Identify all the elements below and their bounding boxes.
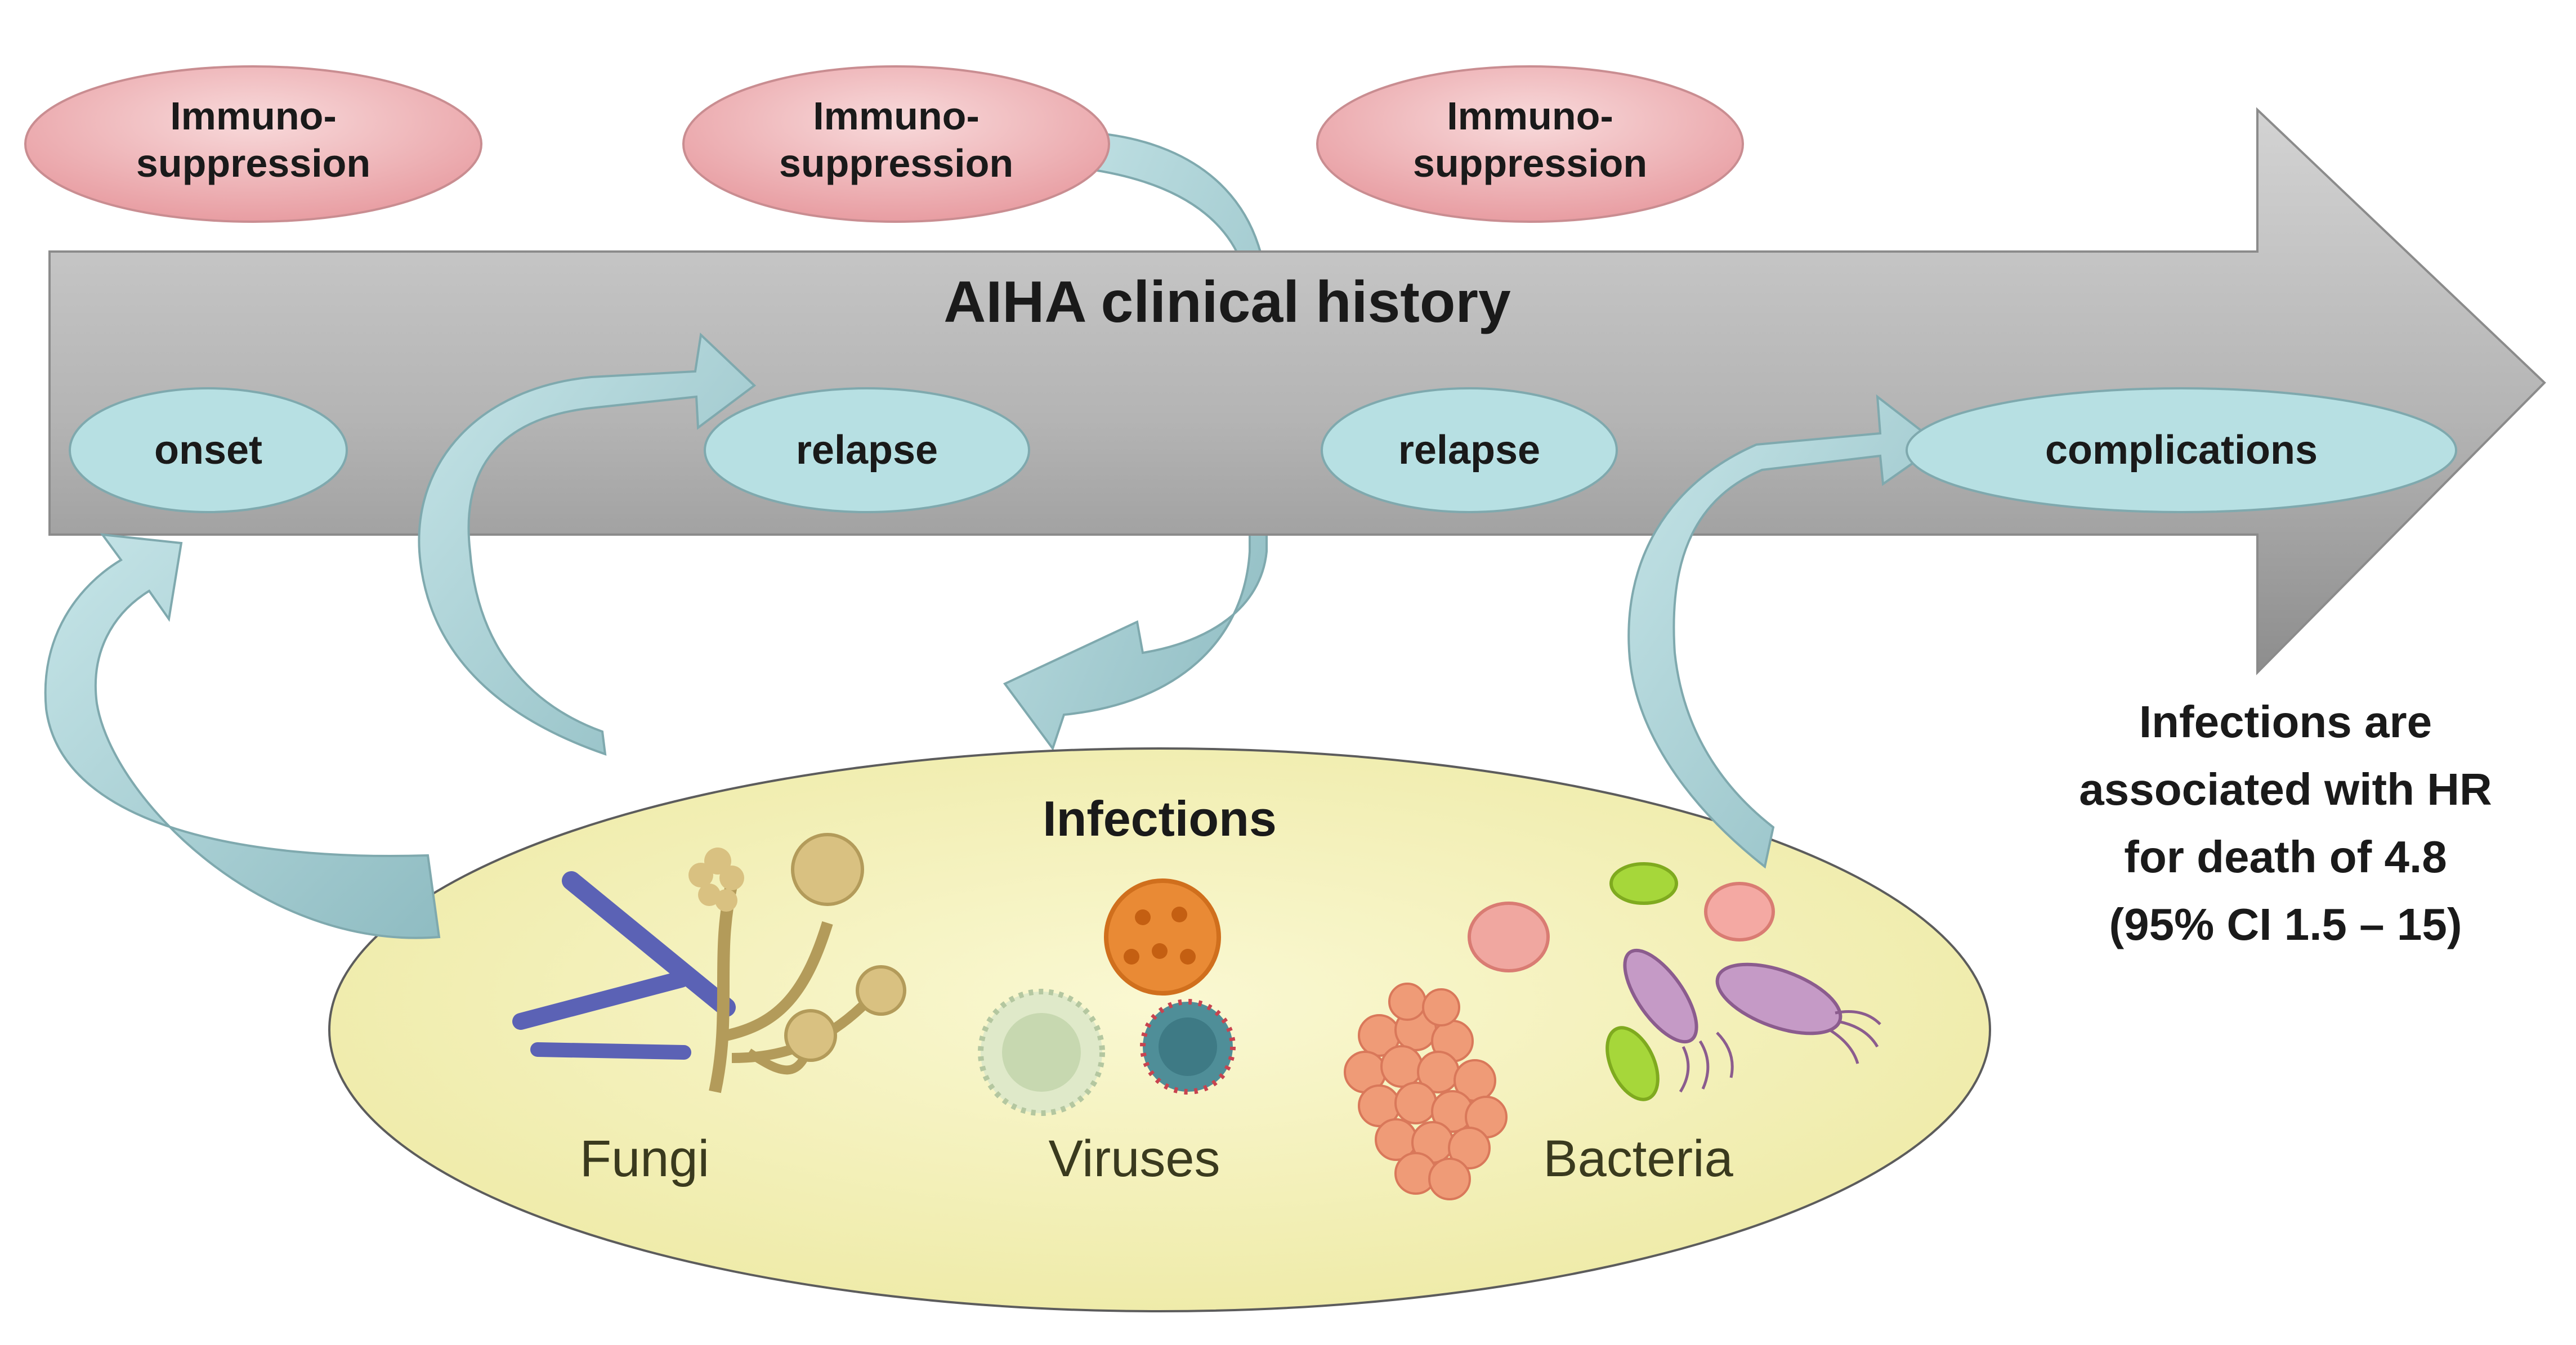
infections-panel: Infections Fungi (328, 747, 1991, 1312)
infections-title: Infections (1043, 791, 1277, 846)
stage-label: onset (154, 428, 262, 473)
stage-relapse-2: relapse (1321, 387, 1618, 513)
stage-relapse-1: relapse (704, 387, 1030, 513)
hazard-ratio-note: Infections are associated with HR for de… (2079, 697, 2492, 949)
stage-complications: complications (1906, 387, 2457, 513)
note-line: (95% CI 1.5 – 15) (2109, 899, 2462, 949)
immunosuppression-oval-2: Immuno- suppression (682, 65, 1110, 223)
stage-label: complications (2045, 428, 2318, 473)
immuno-label-line1: Immuno- (1447, 94, 1613, 138)
note-line: Infections are (2139, 697, 2432, 747)
stage-onset: onset (69, 387, 348, 513)
virus-icon (978, 878, 1236, 1116)
immuno-label-line1: Immuno- (813, 94, 980, 138)
bacteria-icon (1344, 862, 1881, 1200)
timeline-arrow (48, 107, 2546, 675)
infection-to-relapse-arrow (418, 332, 757, 756)
timeline-title: AIHA clinical history (943, 270, 1511, 335)
bacteria-label: Bacteria (1543, 1130, 1733, 1187)
infection-to-onset-arrow (44, 533, 441, 939)
note-line: for death of 4.8 (2124, 832, 2447, 882)
stage-label: relapse (1398, 428, 1540, 473)
immunosuppression-oval-1: Immuno- suppression (24, 65, 482, 223)
immuno-label-line1: Immuno- (170, 94, 337, 138)
fungi-label: Fungi (580, 1130, 709, 1187)
immunosuppression-oval-3: Immuno- suppression (1316, 65, 1744, 223)
immuno-label-line2: suppression (779, 141, 1013, 185)
immuno-label-line2: suppression (1413, 141, 1647, 185)
stage-label: relapse (796, 428, 938, 473)
immuno-label-line2: suppression (136, 141, 370, 185)
note-line: associated with HR (2079, 764, 2492, 814)
viruses-label: Viruses (1048, 1130, 1220, 1187)
fungi-icon (512, 833, 906, 1093)
